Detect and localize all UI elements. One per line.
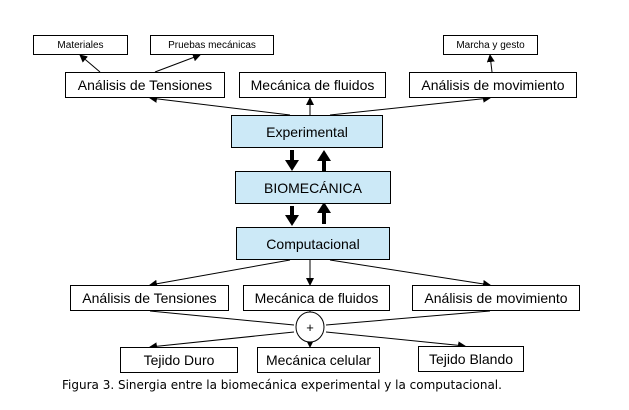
line-tensiones-junction — [149, 310, 295, 326]
top-analisis-tensiones-box: Análisis de Tensiones — [65, 72, 225, 98]
arrow-comp-movimiento — [329, 259, 491, 288]
line-movimiento-junction — [325, 310, 491, 326]
bottom-mecanica-fluidos-box: Mecánica de fluidos — [243, 285, 390, 311]
arrow-to-marcha — [486, 54, 495, 73]
thick-arrow-up-1-head — [317, 150, 331, 161]
thick-arrow-down-2-head — [285, 215, 299, 226]
arrow-to-pruebas — [154, 53, 201, 73]
tejido-duro-box: Tejido Duro — [120, 347, 238, 373]
arrow-exp-tensiones — [149, 94, 291, 116]
arrow-comp-tensiones — [149, 259, 291, 288]
pruebas-mecanicas-box: Pruebas mecánicas — [150, 35, 274, 55]
thick-arrow-down-1-head — [285, 160, 299, 171]
materiales-box: Materiales — [33, 35, 128, 55]
junction-circle — [295, 311, 325, 343]
bottom-analisis-movimiento-box: Análisis de movimiento — [412, 285, 580, 311]
top-analisis-movimiento-box: Análisis de movimiento — [409, 72, 577, 98]
top-mecanica-fluidos-box: Mecánica de fluidos — [239, 72, 386, 98]
mecanica-celular-box: Mecánica celular — [257, 347, 380, 373]
experimental-box: Experimental — [231, 115, 383, 148]
arrow-junction-blando — [325, 331, 466, 350]
marcha-gesto-box: Marcha y gesto — [443, 35, 538, 55]
arrow-exp-movimiento — [329, 94, 491, 116]
thick-arrow-up-2-head — [317, 202, 331, 213]
arrow-junction-duro — [149, 331, 295, 351]
computacional-box: Computacional — [236, 227, 390, 260]
figure-caption: Figura 3. Sinergia entre la biomecánica … — [62, 378, 502, 392]
biomecanica-box: BIOMECÁNICA — [235, 171, 391, 204]
tejido-blando-box: Tejido Blando — [418, 346, 524, 372]
junction-plus: + — [306, 320, 314, 335]
arrow-to-materiales — [79, 54, 101, 73]
bottom-analisis-tensiones-box: Análisis de Tensiones — [70, 285, 229, 311]
